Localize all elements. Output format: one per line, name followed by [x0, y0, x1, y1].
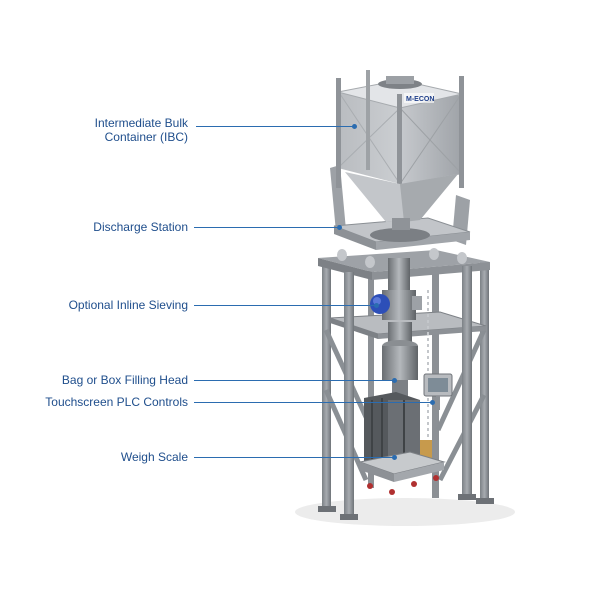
label-filling-head: Bag or Box Filling Head [61, 373, 188, 387]
leader-inline-sieving [194, 305, 376, 306]
leader-dot-filling-head [392, 378, 397, 383]
leader-dot-inline-sieving [374, 303, 379, 308]
ibc-container [336, 70, 464, 230]
leader-dot-weigh-scale [392, 455, 397, 460]
leader-ibc [196, 126, 354, 127]
label-weigh-scale: Weigh Scale [120, 450, 188, 464]
label-ibc: Intermediate Bulk Container (IBC) [94, 116, 188, 144]
leader-dot-discharge-station [337, 225, 342, 230]
label-inline-sieving: Optional Inline Sieving [68, 298, 188, 312]
weigh-scale [358, 451, 446, 495]
leader-discharge-station [194, 227, 340, 228]
discharge-station [330, 165, 471, 268]
inline-sieve [370, 258, 429, 440]
leader-plc-controls [194, 402, 432, 403]
leader-weigh-scale [194, 457, 394, 458]
plc-touchscreen [423, 373, 453, 410]
filling-head [382, 322, 418, 396]
leader-dot-plc-controls [430, 400, 435, 405]
label-plc-controls: Touchscreen PLC Controls [45, 395, 188, 409]
ibc-brand-text: M-ECON [406, 96, 434, 103]
leader-filling-head [194, 380, 394, 381]
label-discharge-station: Discharge Station [93, 220, 188, 234]
leader-dot-ibc [352, 124, 357, 129]
